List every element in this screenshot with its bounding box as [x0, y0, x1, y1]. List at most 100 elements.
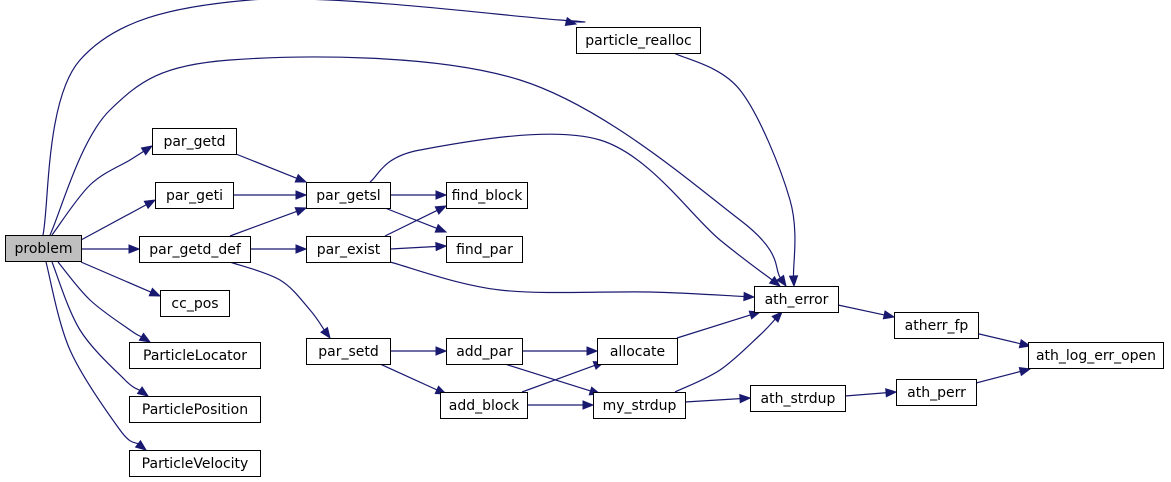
arrowhead-icon [776, 274, 787, 288]
edge-line [673, 52, 796, 277]
edge-atherr_fp-to-ath_log_err_open [974, 332, 1032, 349]
edge-line [369, 133, 773, 281]
node-box[interactable] [446, 182, 528, 209]
node-label: ParticlePosition [142, 402, 248, 418]
node-find_par[interactable]: find_par [446, 236, 523, 263]
node-box[interactable] [155, 182, 234, 209]
node-label: ath_error [765, 292, 829, 308]
edge-problem-to-ParticleLocator [57, 261, 152, 343]
edge-par_getd_def-to-par_getsl [229, 207, 308, 237]
node-box[interactable] [306, 236, 391, 263]
edge-line [235, 153, 297, 179]
edge-line [504, 363, 591, 392]
edge-line [45, 261, 139, 445]
node-box[interactable] [446, 338, 523, 365]
edge-line [389, 261, 745, 298]
node-label: ParticleLocator [143, 348, 247, 364]
node-box[interactable] [750, 385, 846, 412]
node-box[interactable] [129, 396, 261, 423]
node-label: par_geti [166, 188, 223, 204]
node-par_getd[interactable]: par_getd [152, 128, 237, 155]
node-ParticlePosition[interactable]: ParticlePosition [129, 396, 261, 423]
node-ParticleVelocity[interactable]: ParticleVelocity [129, 450, 261, 477]
edge-line [975, 370, 1021, 384]
edge-line [676, 314, 751, 339]
node-label: particle_realloc [585, 33, 691, 49]
node-ParticleLocator[interactable]: ParticleLocator [129, 342, 261, 369]
node-par_geti[interactable]: par_geti [155, 182, 234, 209]
node-par_setd[interactable]: par_setd [306, 338, 391, 365]
node-find_block[interactable]: find_block [446, 182, 528, 209]
edge-line [974, 332, 1021, 345]
node-box[interactable] [152, 128, 237, 155]
node-add_par[interactable]: add_par [446, 338, 523, 365]
arrowhead-icon [435, 346, 448, 356]
edge-line [389, 245, 437, 250]
node-label: add_par [456, 344, 513, 360]
node-label: problem [15, 241, 73, 257]
node-box[interactable] [129, 342, 261, 369]
edge-line [80, 204, 147, 241]
edge-add_block-to-my_strdup [527, 400, 595, 410]
arrowhead-icon [143, 199, 157, 210]
node-box[interactable] [5, 235, 82, 262]
node-ath_log_err_open[interactable]: ath_log_err_open [1028, 342, 1164, 369]
arrowhead-icon [435, 190, 448, 200]
node-cc_pos[interactable]: cc_pos [160, 290, 230, 317]
edge-add_par-to-allocate [522, 346, 599, 356]
node-box[interactable] [129, 450, 261, 477]
edge-par_setd-to-add_par [390, 346, 448, 356]
edge-par_exist-to-ath_error [389, 261, 756, 302]
edge-par_setd-to-add_block [379, 363, 448, 395]
arrowhead-icon [768, 275, 782, 287]
edge-line [57, 261, 142, 338]
node-box[interactable] [894, 312, 979, 339]
node-box[interactable] [306, 182, 391, 209]
node-add_block[interactable]: add_block [440, 392, 528, 419]
edge-problem-to-particle_realloc [42, 0, 586, 236]
node-box[interactable] [576, 27, 701, 54]
edge-problem-to-par_geti [80, 199, 157, 241]
node-box[interactable] [446, 236, 523, 263]
node-my_strdup[interactable]: my_strdup [593, 392, 686, 419]
node-par_getd_def[interactable]: par_getd_def [139, 236, 251, 263]
edge-line [521, 364, 595, 393]
node-label: allocate [610, 344, 665, 360]
node-ath_strdup[interactable]: ath_strdup [750, 385, 846, 412]
node-box[interactable] [306, 338, 391, 365]
node-box[interactable] [160, 290, 230, 317]
edge-par_getsl-to-find_par [384, 207, 448, 233]
node-par_exist[interactable]: par_exist [306, 236, 391, 263]
node-allocate[interactable]: allocate [597, 338, 678, 365]
arrowhead-icon [140, 145, 154, 156]
node-label: par_exist [317, 242, 381, 258]
edge-par_exist-to-find_block [384, 205, 448, 237]
node-box[interactable] [896, 379, 977, 406]
node-label: find_block [452, 188, 524, 204]
node-atherr_fp[interactable]: atherr_fp [894, 312, 979, 339]
node-problem[interactable]: problem [5, 235, 82, 262]
edge-line [844, 392, 887, 397]
edge-line [42, 0, 586, 236]
node-box[interactable] [1028, 342, 1164, 369]
edge-par_geti-to-par_getsl [233, 190, 308, 200]
node-box[interactable] [440, 392, 528, 419]
arrowhead-icon [128, 244, 141, 254]
edge-par_getsl-to-find_block [390, 190, 448, 200]
node-box[interactable] [754, 286, 839, 313]
node-label: par_getd_def [149, 242, 242, 258]
node-particle_realloc[interactable]: particle_realloc [576, 27, 701, 54]
node-label: cc_pos [171, 296, 218, 312]
arrowhead-icon [885, 388, 898, 398]
edge-problem-to-cc_pos [80, 261, 162, 297]
node-par_getsl[interactable]: par_getsl [306, 182, 391, 209]
node-ath_error[interactable]: ath_error [754, 286, 839, 313]
node-box[interactable] [139, 236, 251, 263]
node-box[interactable] [597, 338, 678, 365]
node-box[interactable] [593, 392, 686, 419]
nodes-layer: problemparticle_reallocpar_getdpar_getip… [5, 27, 1164, 477]
node-ath_perr[interactable]: ath_perr [896, 379, 977, 406]
edge-problem-to-par_getd [51, 145, 154, 236]
edge-line [51, 261, 141, 391]
node-label: find_par [456, 242, 513, 258]
